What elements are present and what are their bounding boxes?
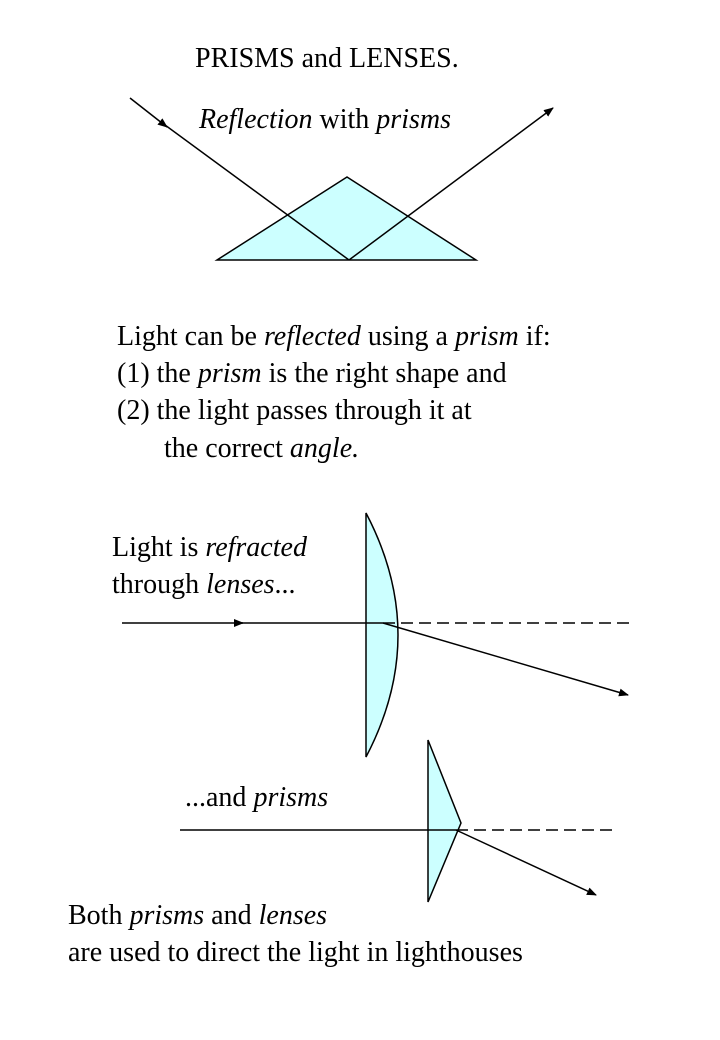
reflection-heading-word2: with (312, 104, 377, 135)
conclusion-line2: are used to direct the light in lighthou… (68, 937, 523, 968)
text-segment-em: angle. (289, 433, 360, 464)
reflection-text-line1: Light can be reflected using a prism if: (117, 319, 551, 355)
prism-refracted-ray (455, 829, 597, 896)
text-segment: through (112, 569, 207, 600)
reflection-prism (214, 176, 479, 261)
text-segment-em: prism (454, 321, 519, 352)
incident-ray-continued (164, 124, 350, 261)
reflection-heading-word1: Reflection (199, 104, 313, 135)
text-segment: if: (518, 321, 551, 352)
text-segment: ...and (185, 782, 254, 813)
text-segment-em: lenses (258, 900, 328, 931)
lens (365, 512, 399, 758)
text-segment-em: prisms (253, 782, 329, 813)
reflection-text-line2: (1) the prism is the right shape and (117, 356, 507, 392)
text-segment: and (204, 900, 259, 931)
text-segment: Both (68, 900, 130, 931)
text-segment: the correct (164, 433, 290, 464)
text-segment: (1) the (117, 358, 198, 389)
conclusion-line1: Both prisms and lenses (68, 898, 327, 934)
text-segment: Light is (112, 532, 206, 563)
text-segment-em: prisms (129, 900, 205, 931)
refracting-prism (427, 739, 462, 903)
reflection-text-line3: (2) the light passes through it at (117, 395, 472, 426)
reflection-heading-word3: prisms (376, 104, 451, 135)
incident-ray (129, 97, 168, 128)
text-segment: using a (360, 321, 455, 352)
text-segment-em: lenses (206, 569, 275, 600)
text-segment: Light can be (117, 321, 264, 352)
text-segment-em: refracted (205, 532, 307, 563)
text-segment: ... (274, 569, 296, 600)
lens-refracted-ray (382, 622, 629, 697)
refraction-label-line2: through lenses... (112, 567, 296, 603)
text-segment-em: reflected (263, 321, 361, 352)
refraction-label-line1: Light is refracted (112, 530, 307, 566)
text-segment-em: prism (197, 358, 262, 389)
reflected-ray (348, 107, 554, 261)
reflection-text-line4: the correct angle. (164, 431, 359, 467)
prisms-label: ...and prisms (185, 780, 328, 816)
page-title: PRISMS and LENSES. (195, 43, 459, 74)
reflection-heading: Reflection with prisms (199, 102, 451, 138)
text-segment: is the right shape and (261, 358, 507, 389)
